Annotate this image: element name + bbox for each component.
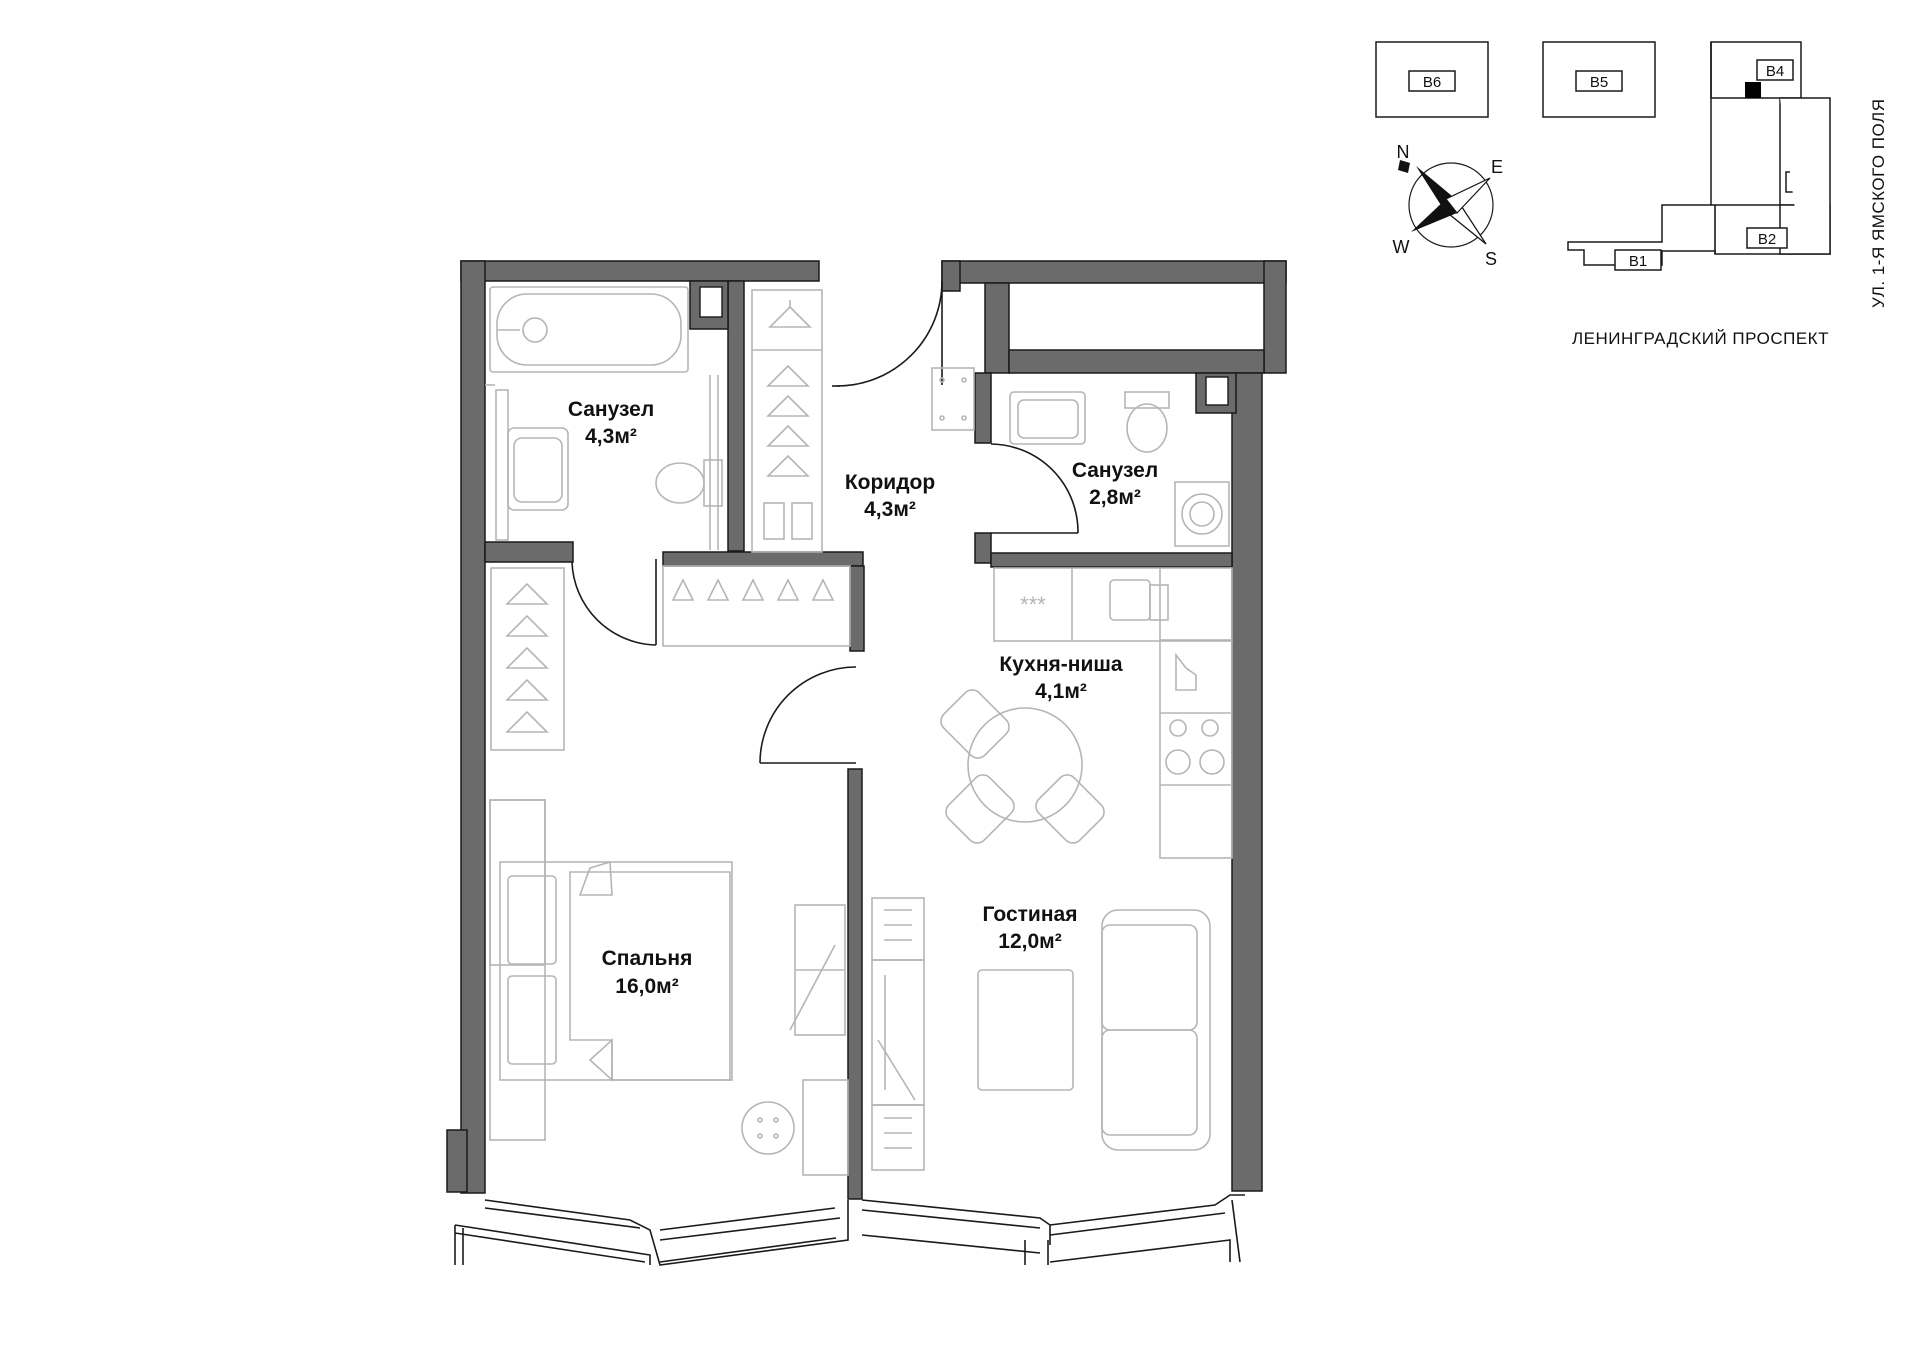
furniture: *** xyxy=(485,286,1233,1176)
compass-w: W xyxy=(1393,237,1410,257)
room-name-bedroom: Спальня xyxy=(602,947,693,970)
room-area-kitchen-niche: 4,1м² xyxy=(1035,680,1087,703)
room-area-corridor: 4,3м² xyxy=(864,498,916,521)
room-labels: Санузел 4,3м² Коридор 4,3м² Санузел 2,8м… xyxy=(568,398,1158,998)
street-label-yamskogo: УЛ. 1-Я ЯМСКОГО ПОЛЯ xyxy=(1869,99,1888,308)
compass-rose: N E S W xyxy=(1393,142,1504,269)
site-plan: В6 В5 В4 В3 В2 В1 ЛЕНИНГРАДСКИЙ ПРОСПЕКТ… xyxy=(1375,41,1888,348)
room-area-bathroom-2: 2,8м² xyxy=(1089,486,1141,509)
svg-text:***: *** xyxy=(1020,592,1046,617)
building-label: В4 xyxy=(1766,63,1784,80)
building-label: В2 xyxy=(1758,231,1776,248)
compass-n: N xyxy=(1397,142,1410,162)
apartment-marker xyxy=(1745,82,1761,98)
building-label: В1 xyxy=(1629,253,1647,270)
walls xyxy=(446,260,1287,1200)
building-label: В6 xyxy=(1423,74,1441,91)
windows xyxy=(454,1194,1245,1266)
building-label: В5 xyxy=(1590,74,1608,91)
room-area-bedroom: 16,0м² xyxy=(615,975,678,998)
compass-s: S xyxy=(1485,249,1497,269)
room-name-bathroom-2: Санузел xyxy=(1072,459,1158,482)
street-label-leningradsky: ЛЕНИНГРАДСКИЙ ПРОСПЕКТ xyxy=(1572,329,1829,348)
room-name-kitchen-niche: Кухня-ниша xyxy=(999,653,1122,676)
room-area-living-room: 12,0м² xyxy=(998,930,1061,953)
room-name-bathroom-1: Санузел xyxy=(568,398,654,421)
room-name-corridor: Коридор xyxy=(845,471,935,494)
room-area-bathroom-1: 4,3м² xyxy=(585,425,637,448)
compass-e: E xyxy=(1491,157,1503,177)
room-name-living-room: Гостиная xyxy=(983,903,1078,926)
